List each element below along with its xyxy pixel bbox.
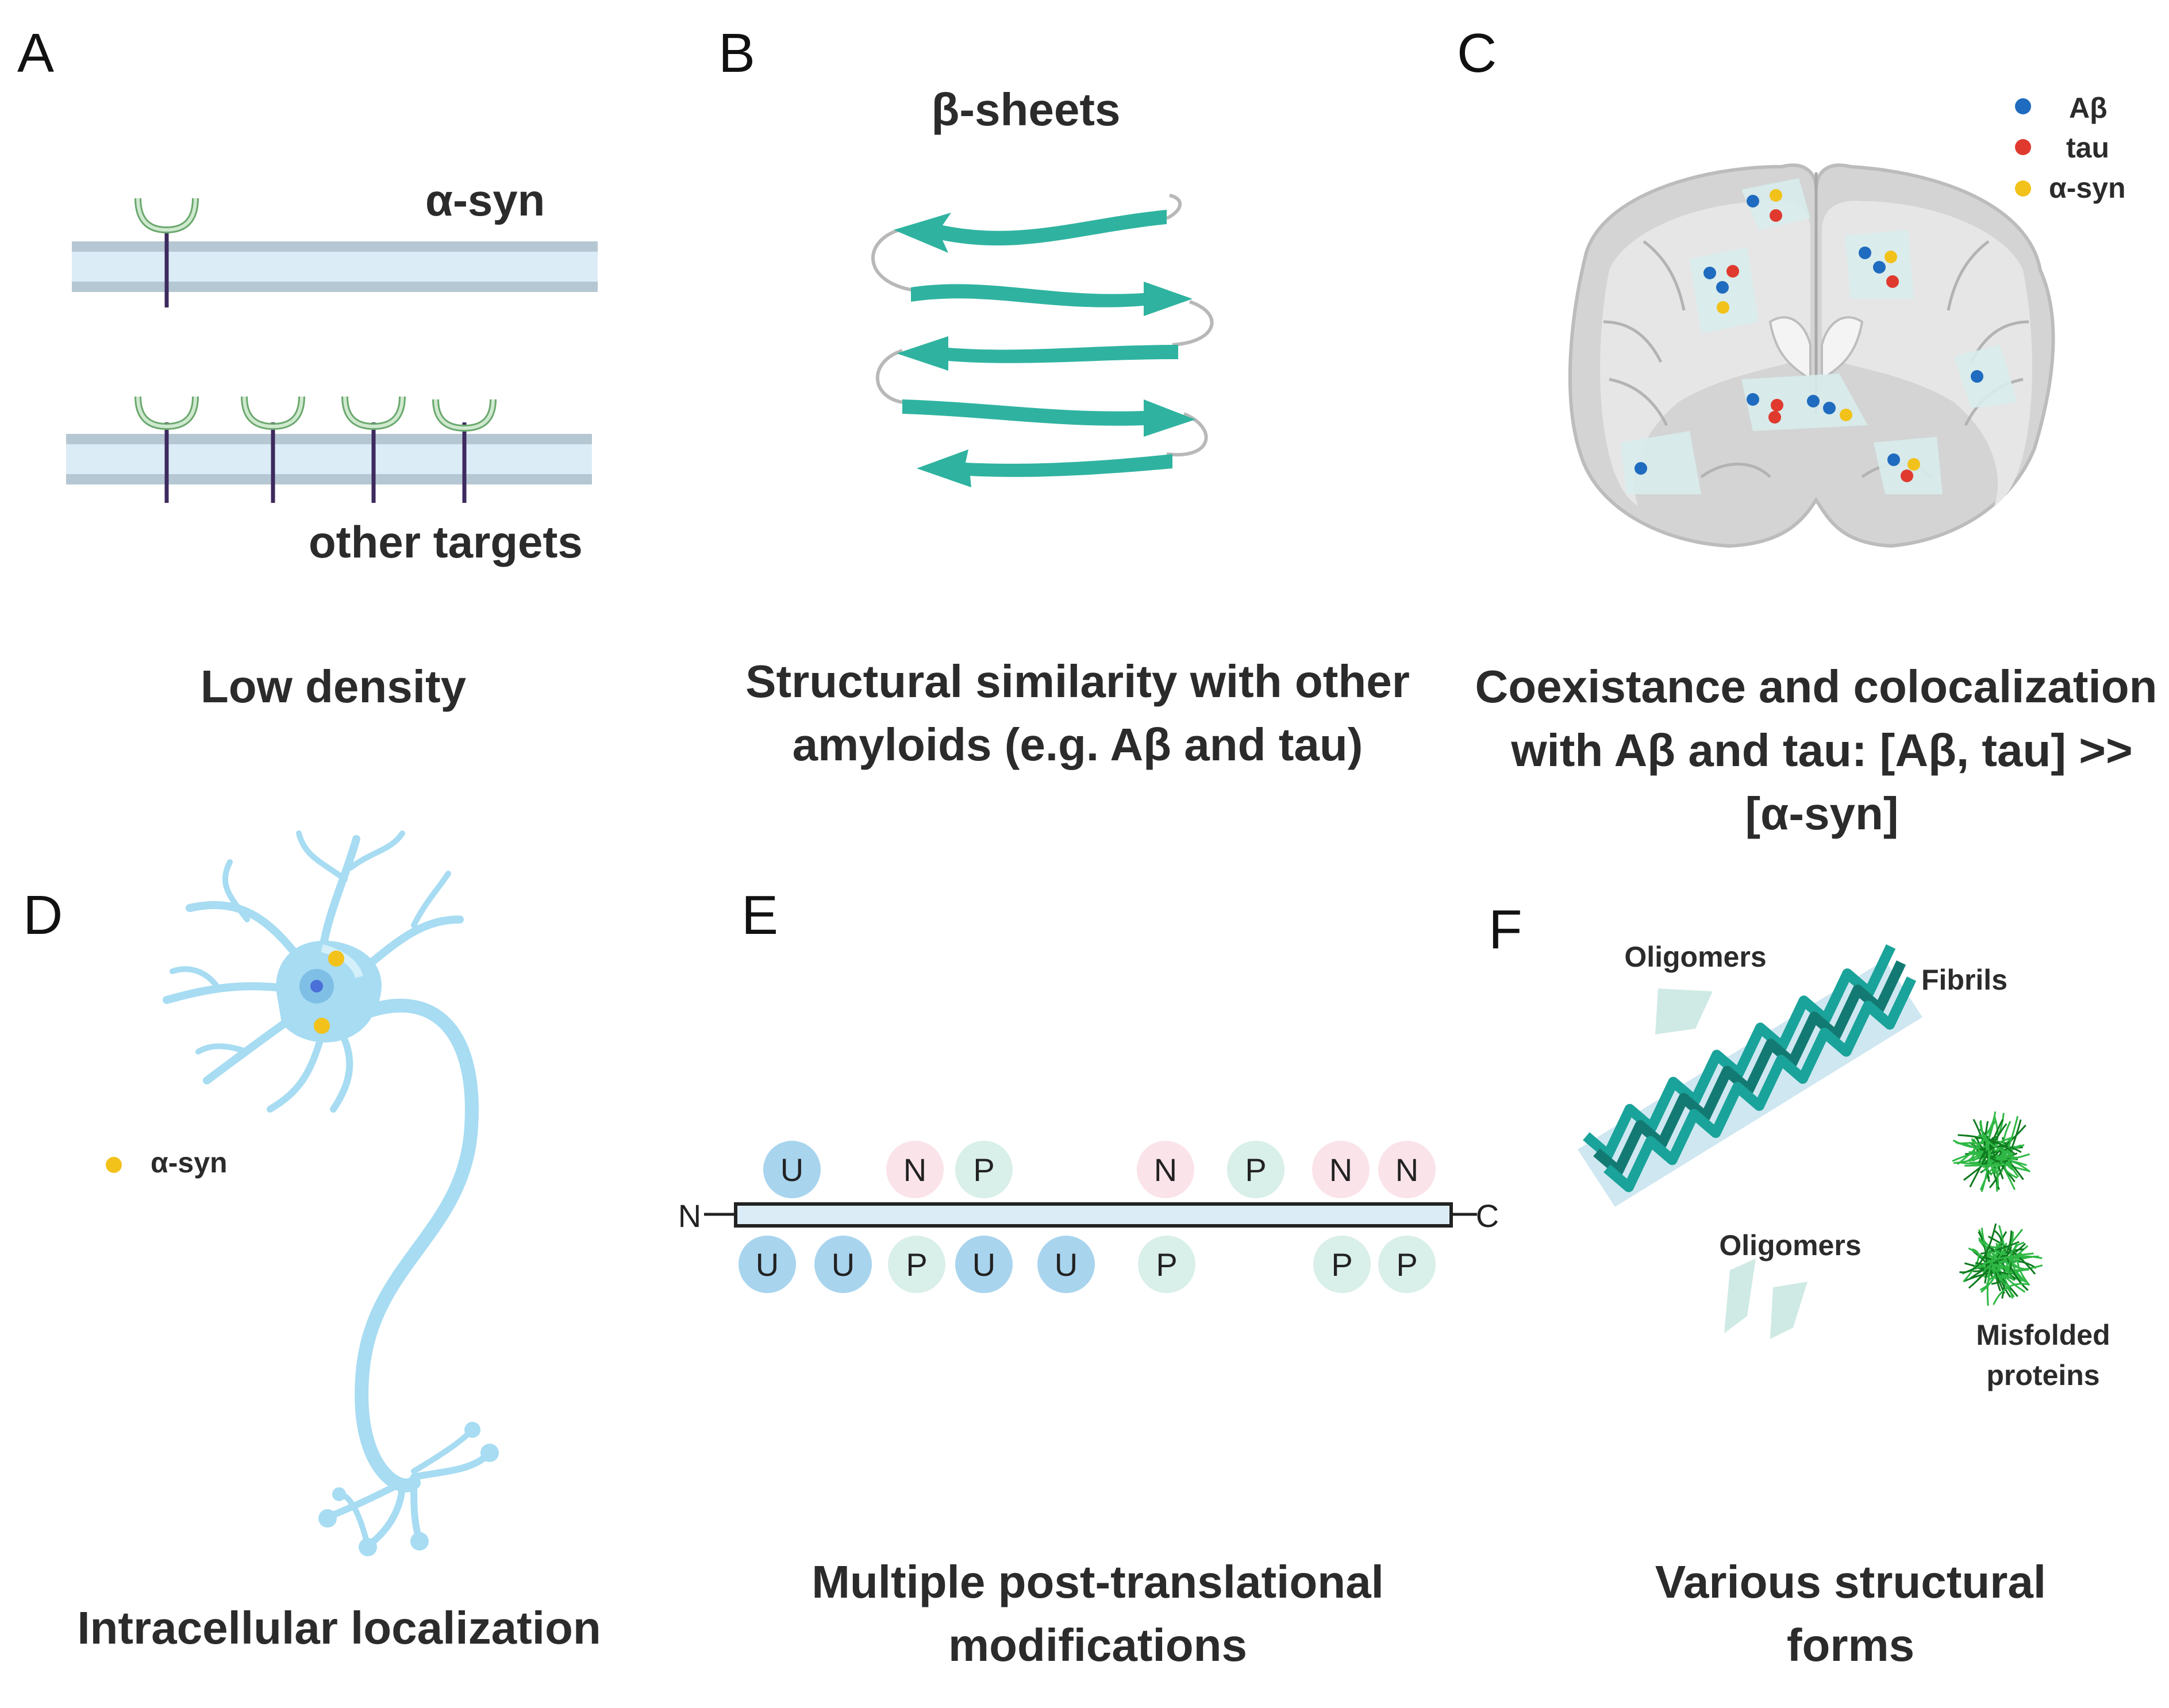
panel-c: C Aβ tau α-syn	[1457, 22, 2158, 839]
neuron-soma	[276, 940, 382, 1043]
legend-asyn-label: α-syn	[2049, 172, 2126, 204]
panel-c-caption-line-3: [α-syn]	[1745, 788, 1899, 839]
svg-text:N: N	[1329, 1152, 1352, 1188]
tangle-2	[1959, 1223, 2043, 1306]
top-mod-u-1: U	[763, 1141, 821, 1198]
svg-text:N: N	[1395, 1152, 1418, 1188]
top-mod-n-2: N	[886, 1141, 944, 1198]
legend-abeta-label: Aβ	[2069, 92, 2108, 124]
neuron-illustration	[163, 830, 492, 1549]
bottom-mod-p-7: P	[1313, 1236, 1371, 1293]
amyloid-fibril	[1578, 944, 1922, 1207]
svg-text:N: N	[903, 1152, 926, 1188]
svg-text:U: U	[972, 1247, 995, 1283]
bottom-mod-p-6: P	[1138, 1236, 1195, 1293]
panel-b-caption-line-1: Structural similarity with other	[745, 656, 1410, 707]
asyn-deposit-2	[314, 1018, 330, 1034]
beta-sheet-structure	[871, 194, 1214, 487]
panel-f-caption-line-2: forms	[1787, 1619, 1914, 1671]
bottom-mod-u-4: U	[955, 1236, 1013, 1293]
panel-b-letter: B	[718, 22, 755, 84]
brain-coronal-section	[1568, 163, 2055, 548]
oligomers-bottom-label: Oligomers	[1719, 1229, 1861, 1261]
top-mod-n-7: N	[1378, 1141, 1436, 1198]
receptor-other-4	[432, 399, 497, 503]
misfolded-label-line-2: proteins	[1986, 1359, 2099, 1391]
receptor-other-2	[241, 396, 305, 503]
svg-text:P: P	[1156, 1247, 1177, 1283]
bottom-mod-u-1: U	[739, 1236, 796, 1293]
svg-text:U: U	[756, 1247, 779, 1283]
other-targets-label: other targets	[309, 517, 583, 567]
receptor-other-3	[341, 396, 406, 503]
oligomer-shapes	[1655, 988, 1808, 1339]
panel-d-caption: Intracellular localization	[77, 1602, 601, 1653]
svg-text:U: U	[1055, 1247, 1078, 1283]
fibril-strand-1	[1583, 944, 1896, 1160]
legend-dot-asyn	[2015, 180, 2031, 197]
panel-e: E N C U N P N P N N U U P U U P P P Multiple post-tra…	[678, 884, 1499, 1671]
neuron-terminal-bulbs	[318, 1422, 499, 1556]
panel-a-letter: A	[17, 22, 54, 84]
brain-deposit-dots	[1635, 189, 1983, 482]
panel-d-letter: D	[23, 884, 63, 946]
fibril-strand-3	[1603, 976, 1917, 1192]
svg-text:U: U	[832, 1247, 855, 1283]
svg-text:P: P	[1245, 1152, 1266, 1188]
bottom-mod-u-5: U	[1037, 1236, 1095, 1293]
asyn-deposit-1	[328, 951, 344, 967]
bottom-mod-p-8: P	[1378, 1236, 1436, 1293]
top-mod-n-4: N	[1137, 1141, 1194, 1198]
fibrils-label: Fibrils	[1921, 964, 2008, 996]
svg-text:U: U	[780, 1152, 803, 1188]
panel-f: F Oligomers Fibrils Oligomers Misfolded …	[1489, 899, 2110, 1671]
panel-f-letter: F	[1489, 899, 1522, 960]
c-terminus-label: C	[1476, 1198, 1499, 1234]
top-mod-p-5: P	[1227, 1141, 1285, 1198]
legend-dot-abeta	[2015, 98, 2031, 114]
panel-a-caption: Low density	[201, 661, 467, 712]
panel-a: A α-syn	[17, 22, 598, 712]
brain-legend: Aβ tau α-syn	[2015, 92, 2126, 204]
receptor-other-1	[134, 396, 199, 503]
membrane-bottom	[66, 434, 592, 484]
svg-text:P: P	[1331, 1247, 1352, 1283]
membrane-top	[72, 241, 598, 292]
a-syn-label: α-syn	[425, 175, 545, 225]
legend-tau-label: tau	[2066, 132, 2109, 164]
panel-e-caption-line-2: modifications	[948, 1619, 1247, 1671]
panel-b: B β-sheets Structural similarity with ot…	[718, 22, 1410, 770]
beta-sheets-title: β-sheets	[932, 84, 1121, 135]
d-legend-label: α-syn	[151, 1147, 228, 1179]
panel-c-caption-line-1: Coexistance and colocalization	[1475, 661, 2158, 712]
bottom-mod-u-2: U	[814, 1236, 872, 1293]
panel-b-caption-line-2: amyloids (e.g. Aβ and tau)	[793, 719, 1363, 770]
misfolded-label-line-1: Misfolded	[1976, 1319, 2110, 1351]
fibril-strand-2	[1593, 960, 1906, 1176]
legend-dot-tau	[2015, 139, 2031, 155]
panel-e-caption-line-1: Multiple post-translational	[812, 1556, 1384, 1607]
panel-f-caption-line-1: Various structural	[1655, 1556, 2046, 1607]
svg-text:P: P	[973, 1152, 994, 1188]
tangle-1	[1952, 1111, 2031, 1192]
svg-text:N: N	[1154, 1152, 1177, 1188]
top-mod-n-6: N	[1312, 1141, 1370, 1198]
n-terminus-label: N	[678, 1198, 701, 1234]
bottom-mod-p-3: P	[888, 1236, 945, 1293]
oligomers-top-label: Oligomers	[1624, 941, 1766, 973]
top-mod-p-3: P	[955, 1141, 1013, 1198]
panel-c-letter: C	[1457, 22, 1497, 84]
misfolded-protein-tangles	[1952, 1111, 2043, 1306]
panel-e-letter: E	[741, 884, 778, 946]
panel-c-caption-line-2: with Aβ and tau: [Aβ, tau] >>	[1510, 725, 2132, 776]
panel-d: D	[23, 830, 601, 1653]
svg-text:P: P	[1396, 1247, 1417, 1283]
receptor-a-syn	[134, 198, 199, 307]
d-legend-dot	[106, 1157, 122, 1173]
protein-backbone	[704, 1202, 1477, 1228]
svg-text:P: P	[906, 1247, 927, 1283]
